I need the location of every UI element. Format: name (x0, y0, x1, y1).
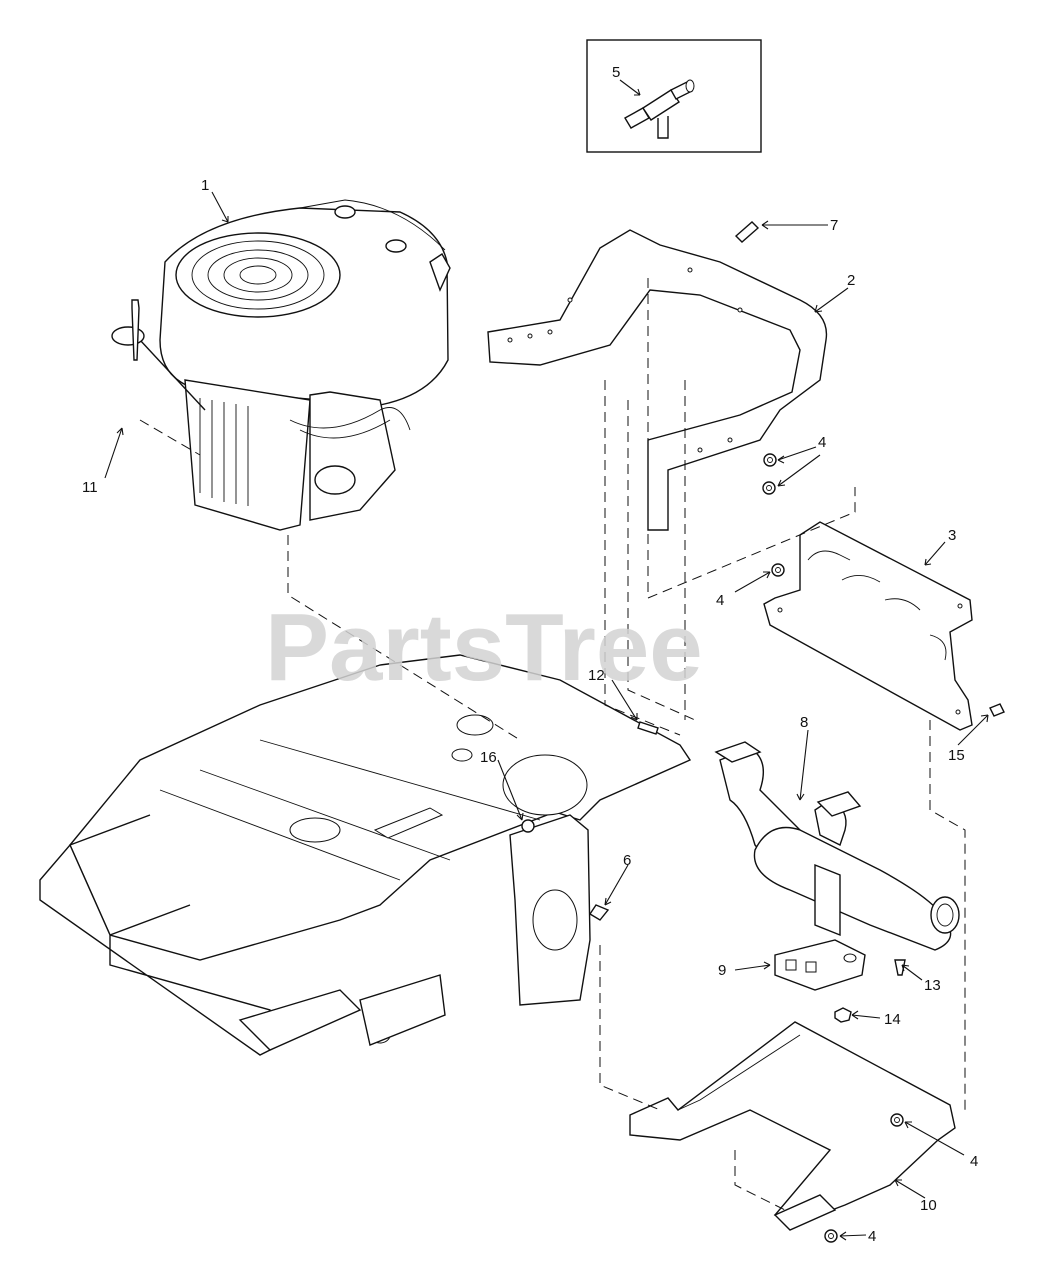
bolt-part-11[interactable] (131, 299, 140, 361)
callout-16: 16 (480, 749, 497, 766)
callout-10: 10 (920, 1197, 937, 1214)
bracket-part-2[interactable] (487, 229, 828, 531)
callout-3: 3 (948, 527, 956, 544)
callout-2: 2 (847, 272, 855, 289)
watermark: PartsTree (265, 594, 703, 701)
callout-13: 13 (924, 977, 941, 994)
callout-12: 12 (588, 667, 605, 684)
callout-6: 6 (623, 852, 631, 869)
washer-part-16[interactable] (521, 819, 535, 833)
nut-part-4[interactable] (771, 563, 785, 577)
callout-15: 15 (948, 747, 965, 764)
callout-11: 11 (82, 479, 98, 496)
bolt-part-13[interactable] (894, 959, 906, 976)
callout-8: 8 (800, 714, 808, 731)
nut-part-14[interactable] (834, 1007, 852, 1023)
fitting-part-5[interactable] (624, 79, 695, 139)
bolt-part-12[interactable] (637, 721, 659, 735)
engine-icon[interactable] (111, 199, 451, 531)
callout-4b: 4 (716, 592, 724, 609)
bolt-part-15[interactable] (989, 703, 1005, 717)
nut-part-4[interactable] (824, 1229, 838, 1243)
emblem-plate-part-3[interactable] (763, 521, 973, 731)
frame-icon[interactable] (39, 654, 692, 1056)
callout-1: 1 (201, 177, 209, 194)
bracket-part-9[interactable] (774, 939, 866, 991)
callout-4c: 4 (970, 1153, 978, 1170)
callout-4a: 4 (818, 434, 826, 451)
inset-box-part-5 (586, 39, 762, 153)
clip-part-6[interactable] (589, 904, 610, 921)
callout-14: 14 (884, 1011, 901, 1028)
callout-4d: 4 (868, 1228, 876, 1245)
nut-part-4[interactable] (763, 453, 777, 467)
bolt-part-7[interactable] (734, 221, 760, 243)
shield-part-10[interactable] (629, 1021, 956, 1231)
callout-7: 7 (830, 217, 838, 234)
callout-9: 9 (718, 962, 726, 979)
nut-part-4[interactable] (890, 1113, 904, 1127)
muffler-icon[interactable] (714, 741, 960, 951)
nut-part-4[interactable] (762, 481, 776, 495)
callout-5: 5 (612, 64, 620, 81)
